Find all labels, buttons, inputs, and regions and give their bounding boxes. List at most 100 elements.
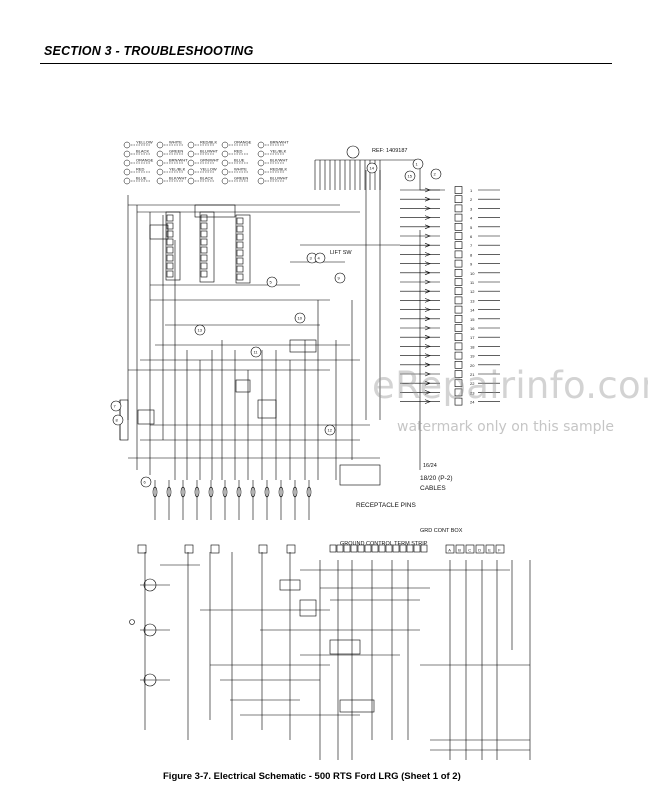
callout-circle: [314, 252, 326, 264]
callout-number: 4: [318, 256, 321, 261]
connector-pin: [236, 265, 244, 273]
connector-pin: [236, 257, 244, 265]
component-box: [137, 409, 155, 425]
term-strip-pin: [406, 544, 414, 553]
legend-circle: [257, 168, 265, 176]
bottom-terminal-letter: B: [458, 548, 461, 553]
callout-number: 5: [270, 280, 273, 285]
legend-circle: [257, 177, 265, 185]
terminal-box: [454, 379, 463, 388]
terminal-box: [454, 195, 463, 203]
terminal-number: 24: [470, 400, 475, 405]
legend-wire-label: YELLOW: [200, 167, 217, 172]
connector-pin: [166, 214, 174, 222]
callout-circle: [404, 170, 416, 182]
bottom-terminal-box: [465, 544, 475, 554]
legend-circle: [123, 168, 131, 176]
terminal-box: [454, 241, 463, 249]
bottom-terminal-box: [495, 544, 505, 554]
term-strip-pin: [378, 544, 386, 553]
callout-circle: [430, 168, 442, 180]
grd-cont-box: GRD CONT BOX: [420, 528, 463, 534]
component-box: [329, 639, 361, 655]
connector-pin: [236, 249, 244, 257]
wire-legend: YELLOWBLACKORANGEREDBLUEWHITEGREENBRN/WH…: [123, 140, 289, 185]
fuse-symbol: [278, 486, 284, 498]
receptacle-pins: RECEPTACLE PINS: [356, 502, 417, 509]
callout-number: 7: [114, 404, 117, 409]
callout-circle: [110, 400, 122, 412]
terminal-box: [454, 370, 463, 378]
terminal-box: [454, 397, 463, 406]
terminal-number: 22: [470, 381, 475, 386]
legend-wire-label: ORANGE: [234, 140, 252, 145]
tp-symbol: [129, 619, 135, 625]
connector-pin: [166, 238, 174, 246]
terminal-number: 7: [470, 243, 473, 248]
callout-circle: [412, 158, 424, 170]
legend-wire-label: BLACK: [136, 149, 149, 154]
watermark-sub: watermark only on this sample: [397, 419, 615, 435]
legend-wire-label: BRN/WHT: [270, 140, 289, 145]
bottom-terminal-box: [455, 544, 465, 554]
legend-circle: [221, 141, 229, 149]
terminal-number: 21: [470, 372, 475, 377]
legend-circle: [257, 150, 265, 158]
terminal-number: 6: [470, 234, 473, 239]
term-strip-pin: [357, 544, 365, 553]
ref-label: REF: 1409187: [372, 148, 407, 154]
connector-pin: [166, 246, 174, 254]
connector-pin: [236, 217, 244, 225]
fuse-symbol: [222, 486, 228, 498]
terminal-number: 12: [470, 289, 475, 294]
terminal-number: 3: [470, 206, 473, 211]
connector-pin: [200, 246, 208, 254]
legend-circle: [187, 168, 195, 176]
diode-symbol: [424, 362, 431, 368]
term-strip-pin: [364, 544, 372, 553]
legend-wire-label: BLUE: [234, 158, 245, 163]
callout-number: 3: [310, 256, 313, 261]
legend-wire-label: GREEN: [234, 176, 248, 181]
connector-pin: [200, 214, 208, 222]
callout-circle: [250, 346, 262, 358]
connector-pin: [200, 230, 208, 238]
terminal-number: 13: [470, 298, 475, 303]
callout-number: 15: [408, 174, 413, 179]
legend-circle: [156, 150, 164, 158]
legend-circle: [123, 141, 131, 149]
callout-number: 11: [254, 350, 259, 355]
terminal-number: 11: [470, 280, 475, 285]
bottom-terminal-box: [445, 544, 455, 554]
terminal-box: [454, 287, 463, 296]
component-box: [194, 204, 236, 218]
connector-pin: [166, 254, 174, 262]
ground-control-term-strip: GROUND CONTROL TERM STRIP: [340, 541, 428, 547]
legend-wire-label: BLU/WHT: [270, 176, 289, 181]
legend-wire-label: BLACK: [200, 176, 213, 181]
component-box: [235, 379, 251, 393]
legend-circle: [257, 159, 265, 167]
callout-circle: [140, 476, 152, 488]
legend-wire-label: BLUE: [136, 176, 147, 181]
cables-a: 16/24: [423, 463, 437, 469]
legend-wire-label: YEL/BLK: [169, 167, 186, 172]
callout-circle: [366, 162, 378, 174]
terminal-box: [454, 388, 463, 397]
fuse-symbol: [264, 486, 270, 498]
fuse-symbol: [194, 486, 200, 498]
diode-symbol: [424, 233, 431, 239]
diode-symbol: [424, 344, 431, 349]
connector-pin: [236, 273, 244, 281]
terminal-number: 16: [470, 326, 475, 331]
connector-pin: [236, 233, 244, 241]
legend-wire-label: YEL/BLK: [270, 149, 287, 154]
diode-symbol: [424, 215, 431, 220]
connector-pin: [200, 270, 208, 278]
legend-circle: [187, 159, 195, 167]
fuse-symbol: [306, 486, 312, 498]
terminal-box: [454, 360, 463, 369]
component-box: [257, 399, 277, 419]
connector-pin: [200, 222, 208, 230]
